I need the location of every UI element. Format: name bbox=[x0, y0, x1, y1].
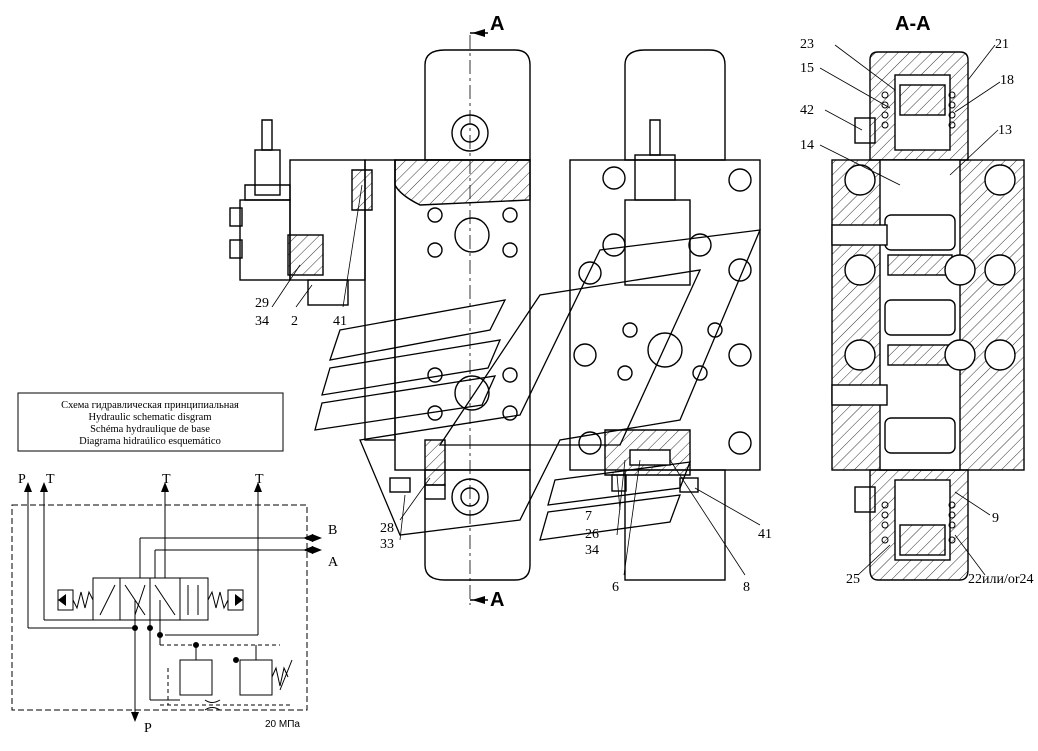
schematic-labels: P T T T B A P 20 МПа bbox=[18, 472, 339, 736]
port-t-1: T bbox=[46, 472, 55, 487]
port-p-top: P bbox=[18, 472, 26, 487]
section-marker-bottom: A bbox=[490, 589, 504, 611]
port-t-3: T bbox=[255, 472, 264, 487]
label-21: 21 bbox=[995, 37, 1009, 52]
label-2: 2 bbox=[291, 314, 298, 329]
label-18: 18 bbox=[1000, 73, 1014, 88]
section-arrow-bottom: A bbox=[470, 589, 504, 611]
middle-view-holes bbox=[573, 166, 752, 455]
label-41-left: 41 bbox=[333, 314, 347, 329]
label-34-mid: 34 bbox=[585, 543, 599, 558]
springs bbox=[881, 91, 956, 544]
caption-line-4: Diagrama hidraúlico esquemático bbox=[79, 436, 221, 447]
pressure-label: 20 МПа bbox=[265, 719, 300, 730]
section-view bbox=[831, 51, 1025, 581]
label-14: 14 bbox=[800, 138, 814, 153]
label-22-or-24: 22или/or24 bbox=[968, 572, 1034, 587]
caption-line-3: Schéma hydraulique de base bbox=[90, 424, 210, 435]
caption-line-1: Схема гидравлическая принципиальная bbox=[61, 400, 239, 411]
middle-view bbox=[569, 49, 761, 581]
label-6: 6 bbox=[612, 580, 619, 595]
label-29: 29 bbox=[255, 296, 269, 311]
port-b: B bbox=[328, 523, 337, 538]
label-42: 42 bbox=[800, 103, 814, 118]
section-marker-top: A bbox=[490, 13, 504, 35]
label-25: 25 bbox=[846, 572, 860, 587]
port-a: A bbox=[328, 555, 339, 570]
middle-view-labels: 7 26 34 6 8 41 bbox=[585, 509, 772, 595]
label-13: 13 bbox=[998, 123, 1012, 138]
label-34-left: 34 bbox=[255, 314, 269, 329]
left-view bbox=[229, 49, 531, 581]
label-9: 9 bbox=[992, 511, 999, 526]
watermark-logo bbox=[314, 229, 762, 541]
left-view-labels: 29 34 2 41 28 33 bbox=[255, 296, 394, 552]
spool-lands bbox=[884, 214, 956, 454]
schematic-port-arrows bbox=[24, 482, 322, 722]
schematic-caption-box: Схема гидравлическая принципиальная Hydr… bbox=[17, 392, 284, 452]
label-33: 33 bbox=[380, 537, 394, 552]
hydraulic-schematic bbox=[11, 488, 310, 715]
section-arrow-top: A bbox=[470, 13, 504, 37]
section-labels: 23 21 15 18 42 13 14 9 25 22или/or24 bbox=[800, 37, 1034, 587]
left-view-holes bbox=[427, 207, 518, 421]
label-26: 26 bbox=[585, 527, 599, 542]
label-15: 15 bbox=[800, 61, 814, 76]
label-8: 8 bbox=[743, 580, 750, 595]
label-28: 28 bbox=[380, 521, 394, 536]
label-7: 7 bbox=[585, 509, 592, 524]
label-41-mid: 41 bbox=[758, 527, 772, 542]
leader-lines bbox=[271, 44, 1001, 576]
port-t-2: T bbox=[162, 472, 171, 487]
port-p-bottom: P bbox=[144, 721, 152, 736]
section-title: A-A bbox=[895, 13, 931, 35]
label-23: 23 bbox=[800, 37, 814, 52]
caption-line-2: Hydraulic schematic disgram bbox=[88, 412, 211, 423]
